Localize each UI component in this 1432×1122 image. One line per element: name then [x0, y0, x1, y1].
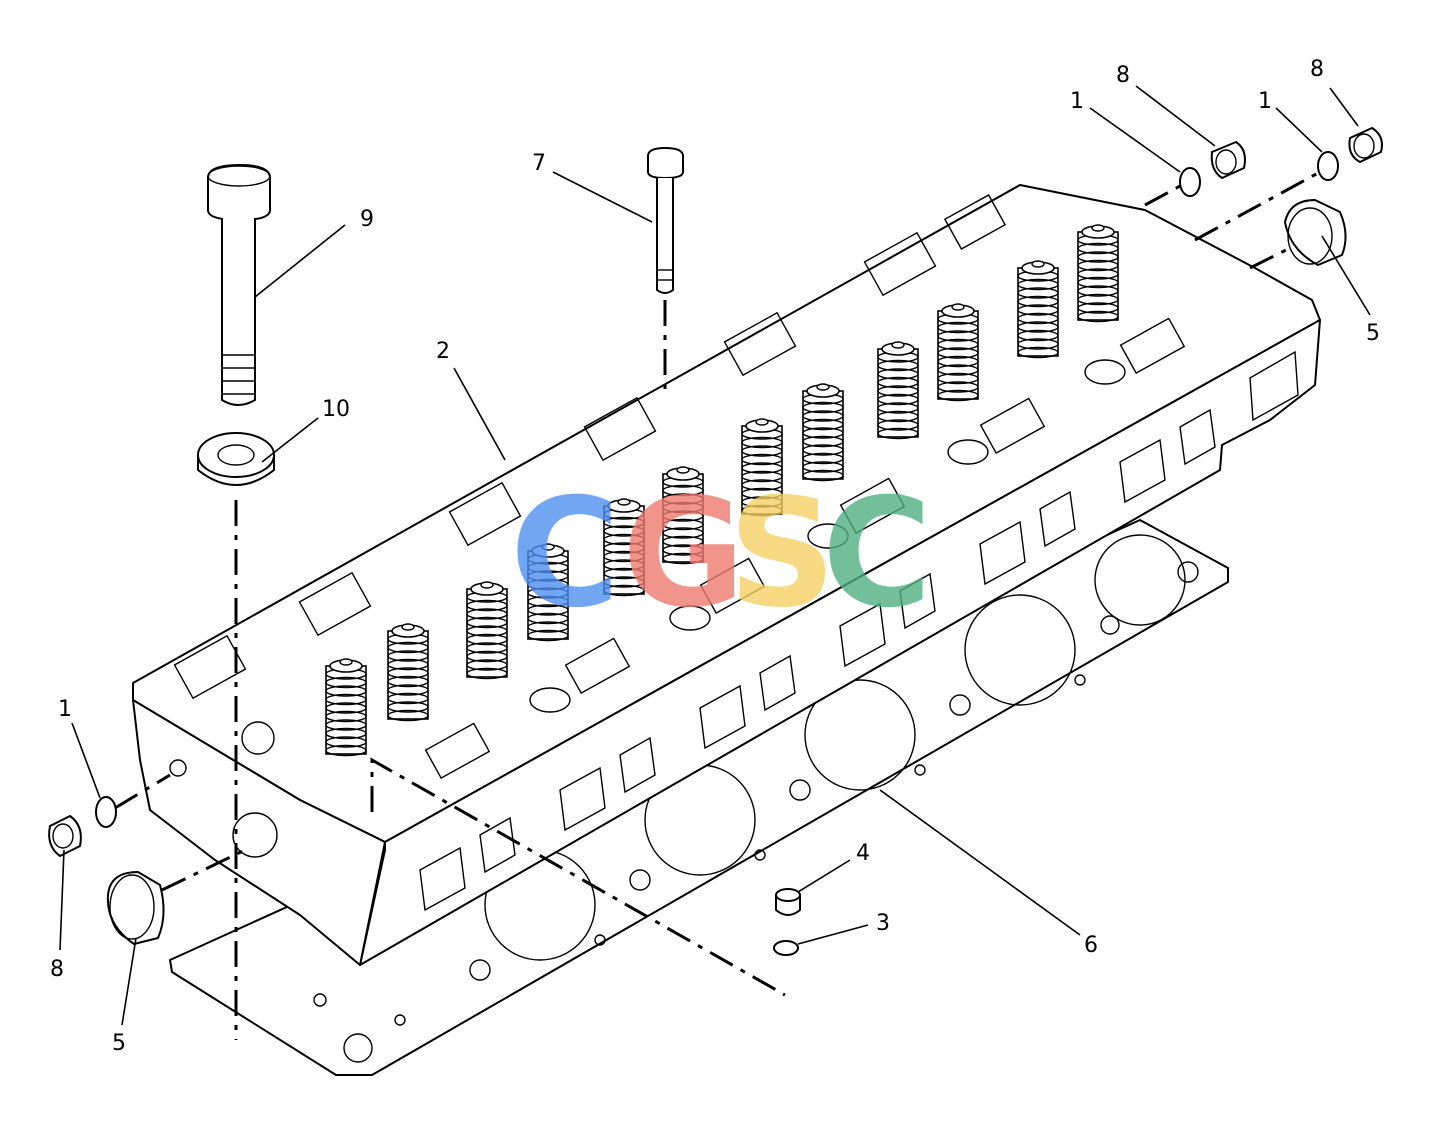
callout-7: 7	[532, 151, 546, 176]
plug-8-right-a	[1210, 141, 1246, 179]
valve-spring	[662, 466, 704, 565]
callout-1-far-right: 1	[1258, 89, 1272, 114]
valve-spring	[466, 581, 508, 680]
callout-numbers: 1 8 1 8 5 7 9 2 10 1 8 5 4 3 6	[50, 57, 1380, 1056]
head-bolt-large	[207, 164, 271, 406]
callout-2: 2	[436, 339, 450, 364]
bolt-washer	[197, 432, 275, 486]
callout-9: 9	[360, 207, 374, 232]
watermark-letter-1: C	[510, 467, 620, 641]
callout-5-left: 5	[112, 1031, 126, 1056]
callout-3: 3	[876, 911, 890, 936]
callout-8-far-right: 8	[1310, 57, 1324, 82]
seal-3	[773, 940, 799, 956]
plug-8-left	[48, 815, 82, 857]
callout-8-left: 8	[50, 957, 64, 982]
valve-spring	[877, 341, 919, 440]
callout-10: 10	[322, 397, 350, 422]
valve-spring	[325, 658, 367, 757]
assembly-lines	[114, 170, 1321, 1040]
plug-8-right-b	[1348, 127, 1383, 163]
valve-spring	[1017, 260, 1059, 359]
valve-spring	[937, 303, 979, 402]
watermark-letter-3: S	[728, 467, 836, 641]
callout-8-top-right: 8	[1116, 63, 1130, 88]
valve-spring	[1077, 224, 1119, 323]
valve-spring	[741, 418, 783, 517]
head-gasket	[169, 519, 1229, 1076]
callout-4: 4	[856, 841, 870, 866]
watermark: C G S C	[510, 467, 932, 641]
valve-spring	[802, 383, 844, 482]
callout-6: 6	[1084, 933, 1098, 958]
callout-1-left: 1	[58, 697, 72, 722]
injector-bores	[529, 359, 1126, 713]
callout-1-top-right: 1	[1070, 89, 1084, 114]
valve-spring	[603, 498, 645, 597]
oring-1-right-b	[1317, 151, 1339, 181]
valve-springs	[325, 224, 1119, 757]
valve-spring	[527, 543, 569, 642]
plug-4	[775, 888, 801, 916]
watermark-letter-2: G	[622, 467, 745, 641]
valve-spring	[387, 623, 429, 722]
oring-1-left	[95, 796, 117, 828]
leader-lines	[59, 85, 1371, 1026]
cup-plug-5-left	[106, 871, 165, 945]
callout-5-right: 5	[1366, 321, 1380, 346]
cup-plug-5-right	[1284, 199, 1347, 266]
valve-pockets	[173, 194, 1186, 780]
oring-1-right-a	[1179, 167, 1201, 197]
manifold-ports	[419, 350, 1299, 912]
head-bolt-small	[647, 147, 684, 294]
end-port	[241, 721, 275, 755]
watermark-letter-4: C	[822, 467, 932, 641]
end-bore	[232, 812, 278, 858]
